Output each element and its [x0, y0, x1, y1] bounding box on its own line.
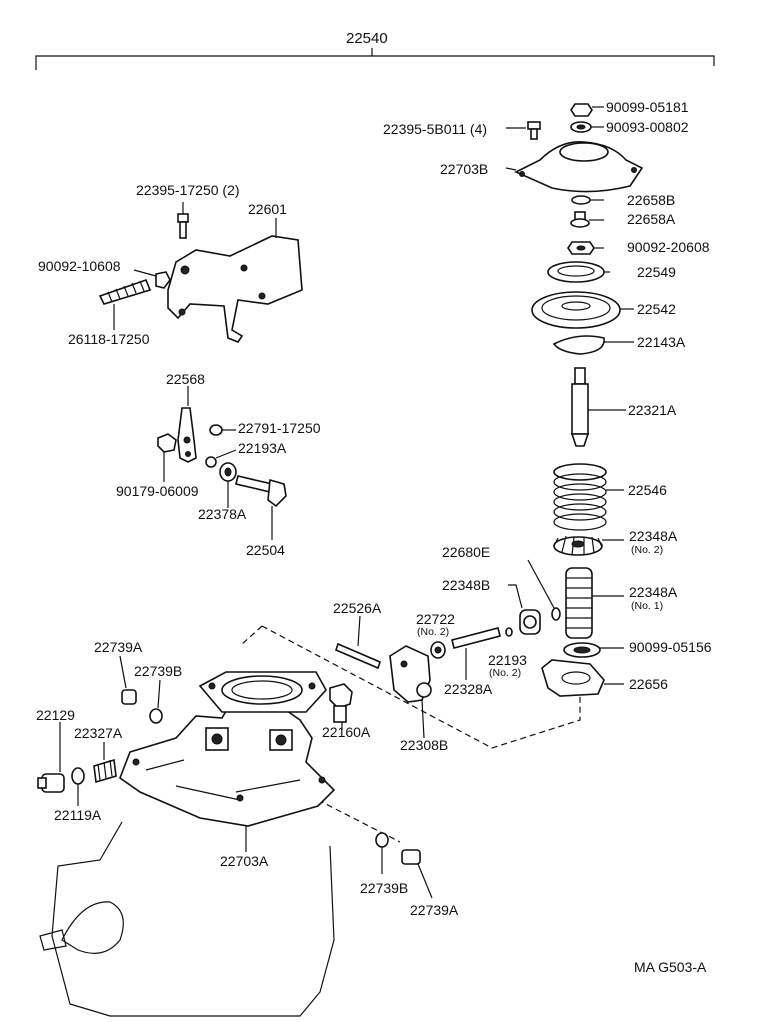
assembly-label: 22540	[346, 30, 388, 47]
part-labels: 90099-05181 22395-5B011 (4) 90093-00802 …	[36, 99, 712, 975]
label-22193a: 22193A	[238, 440, 287, 456]
plate-22143a	[552, 335, 634, 355]
label-22378a: 22378A	[198, 506, 247, 522]
label-22321a: 22321A	[628, 402, 677, 418]
dashed-guides	[239, 625, 581, 843]
label-22348a-no1-note: (No. 1)	[631, 600, 663, 612]
stud-22658a	[570, 211, 604, 228]
nut-90179-06009	[157, 433, 177, 482]
screw-22395-5b011	[506, 121, 541, 140]
nut-90099-05181	[570, 103, 604, 117]
spring-22546	[553, 463, 624, 531]
label-22526a: 22526A	[333, 600, 382, 616]
label-22703b: 22703B	[440, 161, 488, 177]
washer-22119a	[71, 767, 85, 806]
label-26118-17250: 26118-17250	[68, 331, 150, 347]
shaft-22328a	[451, 627, 501, 680]
label-22703a: 22703A	[220, 853, 269, 869]
clip-22680e	[527, 559, 561, 621]
label-22395-17250: 22395-17250 (2)	[136, 182, 240, 198]
label-90099-05181: 90099-05181	[606, 99, 689, 115]
label-22504: 22504	[246, 542, 285, 558]
label-22348a-no1: 22348A	[629, 584, 678, 600]
collar-22348b	[508, 584, 541, 635]
diaphragm-22542	[531, 291, 634, 329]
nut-22791-17250	[209, 424, 236, 436]
ring-22193a	[205, 449, 237, 468]
bracket-22656	[541, 659, 624, 697]
label-22549: 22549	[637, 264, 676, 280]
label-22119a: 22119A	[54, 807, 102, 823]
washer-22378a	[219, 462, 237, 508]
retainer-22348a-no2	[553, 535, 624, 556]
nut-90092-10608	[133, 269, 171, 289]
plug-22739a-top	[119, 655, 137, 705]
label-22193: 22193	[488, 652, 527, 668]
screw-22395-17250	[177, 202, 189, 239]
label-22542: 22542	[637, 301, 676, 317]
washer-90093-00802	[570, 121, 604, 133]
label-22348b: 22348B	[442, 577, 490, 593]
label-90092-20608: 90092-20608	[627, 239, 710, 255]
label-22658a: 22658A	[627, 211, 676, 227]
washer-22722	[430, 641, 446, 659]
plate-22549	[547, 261, 610, 283]
ring-22193	[505, 627, 513, 637]
bolt-22129	[37, 722, 65, 793]
label-90093-00802: 90093-00802	[606, 119, 689, 135]
label-22129: 22129	[36, 707, 75, 723]
label-22656: 22656	[629, 676, 668, 692]
label-90092-10608: 90092-10608	[38, 258, 121, 274]
label-22791-17250: 22791-17250	[238, 420, 321, 436]
rod-22526a	[335, 615, 381, 670]
boot-22348a-no1	[565, 567, 624, 639]
plug-22739a-bot	[401, 849, 433, 899]
label-22327a: 22327A	[74, 725, 123, 741]
seal-90099-05156	[563, 642, 624, 658]
label-90099-05156: 90099-05156	[629, 639, 712, 655]
bracket-22601	[167, 218, 303, 343]
washer-22739b-bot	[375, 832, 389, 874]
footer-code: MA G503-A	[634, 959, 707, 975]
rod-22321a	[570, 367, 626, 447]
cover-22703b	[505, 141, 644, 193]
label-22658b: 22658B	[627, 192, 675, 208]
label-22143a: 22143A	[637, 334, 686, 350]
label-22722-note: (No. 2)	[417, 626, 449, 638]
label-22328a: 22328A	[444, 681, 493, 697]
label-22348a-no2-note: (No. 2)	[631, 544, 663, 556]
label-22739a-top: 22739A	[94, 639, 143, 655]
label-22193-note: (No. 2)	[489, 667, 521, 679]
label-22308b: 22308B	[400, 737, 448, 753]
nut-90092-20608	[567, 241, 604, 255]
label-90179-06009: 90179-06009	[116, 483, 199, 499]
oring-22658b	[571, 195, 604, 205]
label-22739b-top: 22739B	[134, 663, 182, 679]
pump-housing-outline	[39, 821, 335, 1017]
stud-26118-17250	[98, 278, 152, 330]
label-22160a: 22160A	[322, 724, 371, 740]
label-22348a-no2: 22348A	[629, 528, 678, 544]
body-22703a	[119, 671, 336, 852]
lever-22568	[177, 386, 197, 463]
label-22680e: 22680E	[442, 544, 490, 560]
plug-22160a	[329, 683, 353, 730]
lever-22308b	[389, 645, 432, 739]
label-22722: 22722	[416, 611, 455, 627]
label-22601: 22601	[248, 201, 287, 217]
label-22739a-bot: 22739A	[410, 902, 459, 918]
spring-22327a	[93, 742, 117, 784]
label-22739b-bot: 22739B	[360, 880, 408, 896]
shaft-22504	[235, 475, 287, 540]
washer-22739b-top	[149, 679, 163, 724]
label-22395-5b011: 22395-5B011 (4)	[383, 121, 487, 137]
label-22546: 22546	[628, 482, 667, 498]
assembly-bracket: 22540	[35, 30, 715, 70]
label-22568: 22568	[166, 371, 205, 387]
